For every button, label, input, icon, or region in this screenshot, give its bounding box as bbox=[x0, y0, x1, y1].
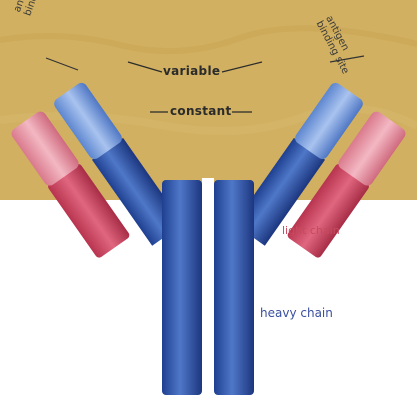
constant-region-label: constant bbox=[170, 104, 232, 118]
light-chain-label: light chain bbox=[282, 224, 340, 237]
right-arm bbox=[234, 81, 408, 276]
heavy-chain-label: heavy chain bbox=[260, 306, 333, 320]
stem-hinge-gap bbox=[202, 178, 214, 395]
variable-region-label: variable bbox=[163, 64, 220, 78]
variable-pointer-right bbox=[222, 62, 262, 72]
left-arm bbox=[9, 81, 183, 276]
antigen-site-bracket-left bbox=[46, 58, 78, 70]
right-heavy-chain-stem bbox=[214, 180, 254, 395]
variable-pointer-left bbox=[128, 62, 162, 72]
left-heavy-chain-stem bbox=[162, 180, 202, 395]
